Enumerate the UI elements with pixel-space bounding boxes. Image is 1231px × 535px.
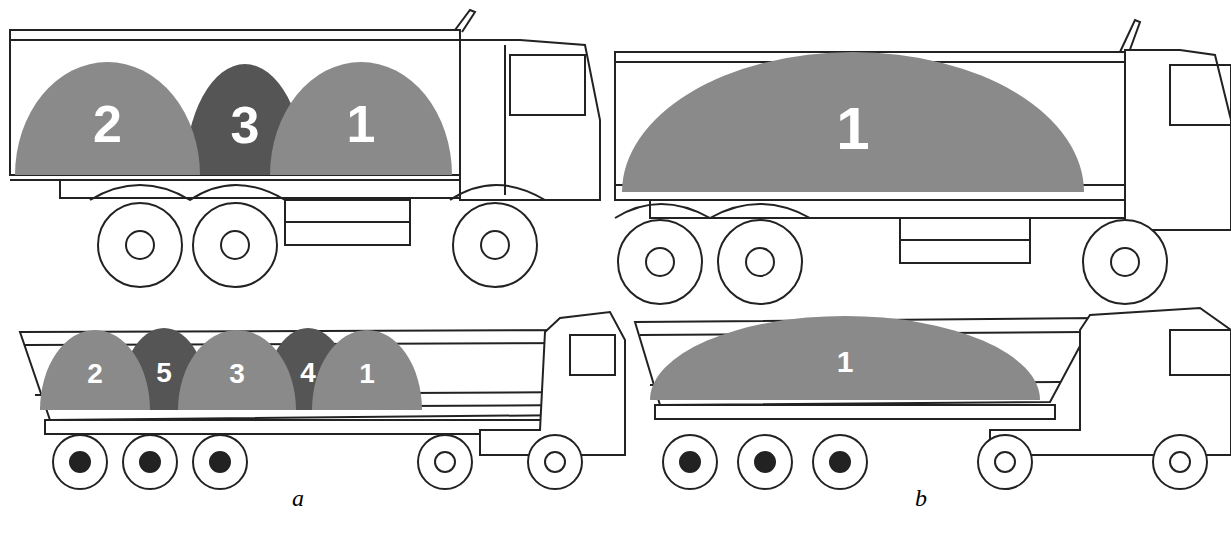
- callout-number: 1: [312, 360, 422, 388]
- pile-fill: [15, 62, 200, 175]
- pile-fill: [312, 330, 422, 410]
- rigid-truck-a: [10, 10, 600, 287]
- pile-fill: [650, 316, 1040, 400]
- pile-fill: [178, 330, 296, 410]
- cargo-pile: 2: [40, 330, 150, 410]
- panel-label: b: [915, 485, 927, 512]
- callout-number: 3: [178, 360, 296, 388]
- cargo-pile: 1: [622, 52, 1084, 192]
- cargo-pile: 2: [15, 62, 200, 175]
- cargo-pile: 1: [312, 330, 422, 410]
- callout-number: 2: [15, 98, 200, 150]
- callout-number: 2: [40, 360, 150, 388]
- rigid-truck-b: [615, 20, 1231, 304]
- pile-fill: [270, 62, 452, 175]
- panel-label: a: [292, 485, 304, 512]
- pile-fill: [622, 52, 1084, 192]
- cargo-pile: 1: [650, 316, 1040, 400]
- cargo-pile: 1: [270, 62, 452, 175]
- semi-trailer-a: [20, 312, 625, 489]
- callout-number: 1: [270, 98, 452, 150]
- callout-number: 1: [622, 99, 1084, 159]
- cargo-pile: 3: [178, 330, 296, 410]
- pile-fill: [40, 330, 150, 410]
- semi-trailer-b: [635, 308, 1231, 489]
- callout-number: 1: [650, 347, 1040, 377]
